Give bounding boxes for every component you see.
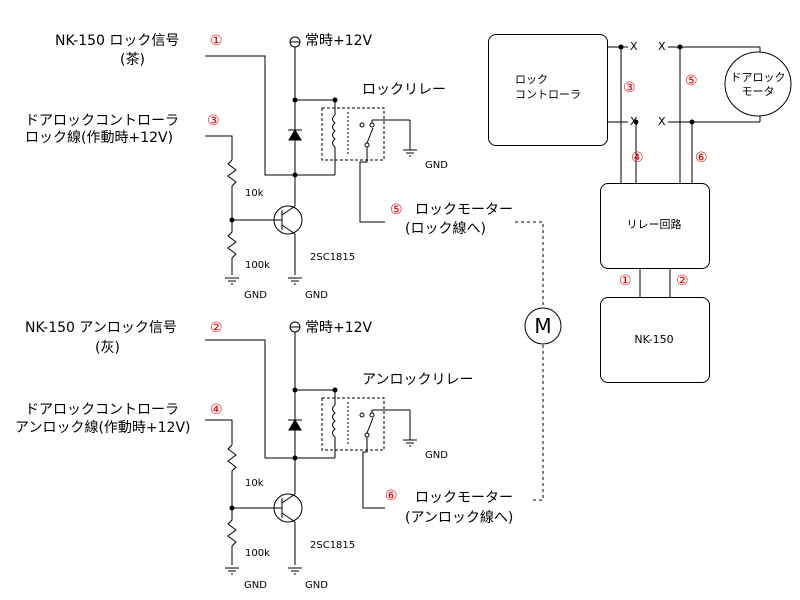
bottom-relay-box bbox=[321, 397, 385, 451]
lock-controller-block bbox=[488, 34, 608, 146]
motor-symbol-label: M bbox=[534, 314, 552, 338]
bottom-gnd-emitter: GND bbox=[305, 580, 328, 591]
nk150-block-label: NK-150 bbox=[634, 333, 674, 346]
top-supply-label: 常時+12V bbox=[305, 33, 373, 49]
top-controller-label-2: ロック線(作動時+12V) bbox=[25, 130, 174, 146]
top-gnd-resistor: GND bbox=[244, 290, 267, 301]
top-relay-coil bbox=[332, 114, 336, 148]
top-resistor-10k-label: 10k bbox=[245, 188, 264, 199]
bottom-supply-label: 常時+12V bbox=[305, 320, 373, 336]
top-signal-num: ① bbox=[210, 33, 223, 49]
bottom-output-label-2: (アンロック線へ) bbox=[405, 510, 514, 526]
bottom-resistor-10k bbox=[227, 444, 237, 508]
bottom-resistor-100k bbox=[227, 508, 237, 565]
bottom-signal-sub: (灰) bbox=[95, 340, 120, 356]
relay-circuit-label: リレー回路 bbox=[626, 218, 682, 231]
bottom-transistor-label: 2SC1815 bbox=[310, 540, 356, 551]
block-diagram-junctions bbox=[618, 44, 695, 125]
top-resistor-100k bbox=[227, 220, 237, 275]
bottom-output-label-1: ロックモーター bbox=[415, 490, 513, 506]
top-output-num: ⑤ bbox=[390, 202, 403, 218]
top-relay-label: ロックリレー bbox=[362, 82, 446, 98]
motor-link bbox=[515, 221, 562, 501]
top-diode bbox=[288, 129, 302, 141]
top-controller-label-1: ドアロックコントローラ bbox=[25, 113, 179, 129]
top-gnd-emitter: GND bbox=[305, 290, 328, 301]
bottom-controller-num: ④ bbox=[210, 402, 223, 418]
door-motor-label: ドアロック モータ bbox=[730, 71, 786, 98]
top-signal-sub: (茶) bbox=[120, 52, 145, 68]
top-gnd-relay: GND bbox=[425, 160, 448, 171]
cut-mark-2: X bbox=[630, 115, 638, 128]
block-num-1: ① bbox=[619, 273, 632, 289]
cut-mark-3: X bbox=[658, 40, 666, 53]
lock-controller-label: ロック コントローラ bbox=[515, 73, 581, 101]
block-num-4: ④ bbox=[631, 150, 644, 166]
top-controller-num: ③ bbox=[207, 113, 220, 129]
bottom-resistor-10k-label: 10k bbox=[245, 478, 264, 489]
bottom-resistor-100k-label: 100k bbox=[245, 548, 270, 559]
bottom-signal-num: ② bbox=[210, 320, 223, 336]
door-lock-motor-block bbox=[724, 51, 792, 117]
bottom-diode bbox=[288, 419, 302, 431]
block-num-6: ⑥ bbox=[695, 150, 708, 166]
relay-circuit-block bbox=[600, 183, 710, 269]
top-circuit bbox=[205, 36, 417, 285]
bottom-output-num: ⑥ bbox=[385, 488, 398, 504]
top-output-label-1: ロックモーター bbox=[415, 202, 513, 218]
top-output-label-2: (ロック線へ) bbox=[405, 221, 486, 237]
top-transistor-label: 2SC1815 bbox=[310, 252, 356, 263]
block-num-5: ⑤ bbox=[685, 73, 698, 89]
top-signal-wire bbox=[205, 55, 295, 176]
motor-symbol-circle bbox=[524, 307, 562, 345]
bottom-controller-label-1: ドアロックコントローラ bbox=[25, 402, 179, 418]
bottom-relay-label: アンロックリレー bbox=[362, 372, 474, 388]
bottom-circuit bbox=[205, 321, 417, 575]
bottom-junctions bbox=[229, 387, 338, 511]
top-resistor-100k-label: 100k bbox=[245, 260, 270, 271]
bottom-controller-label-2: アンロック線(作動時+12V) bbox=[15, 420, 191, 436]
block-diagram-wires bbox=[607, 46, 761, 298]
top-relay-box bbox=[321, 107, 385, 161]
bottom-gnd-resistor: GND bbox=[244, 580, 267, 591]
bottom-signal-label: NK-150 アンロック信号 bbox=[25, 320, 177, 336]
nk150-block bbox=[600, 297, 710, 383]
bottom-signal-wire bbox=[205, 339, 295, 459]
bottom-gnd-relay: GND bbox=[425, 450, 448, 461]
bottom-relay-coil bbox=[332, 404, 336, 438]
top-junctions bbox=[229, 97, 338, 223]
block-num-3: ③ bbox=[623, 80, 636, 96]
block-num-2: ② bbox=[676, 273, 689, 289]
cut-mark-4: X bbox=[658, 115, 666, 128]
cut-mark-1: X bbox=[630, 40, 638, 53]
top-signal-label: NK-150 ロック信号 bbox=[55, 33, 180, 49]
top-resistor-10k bbox=[227, 159, 237, 220]
